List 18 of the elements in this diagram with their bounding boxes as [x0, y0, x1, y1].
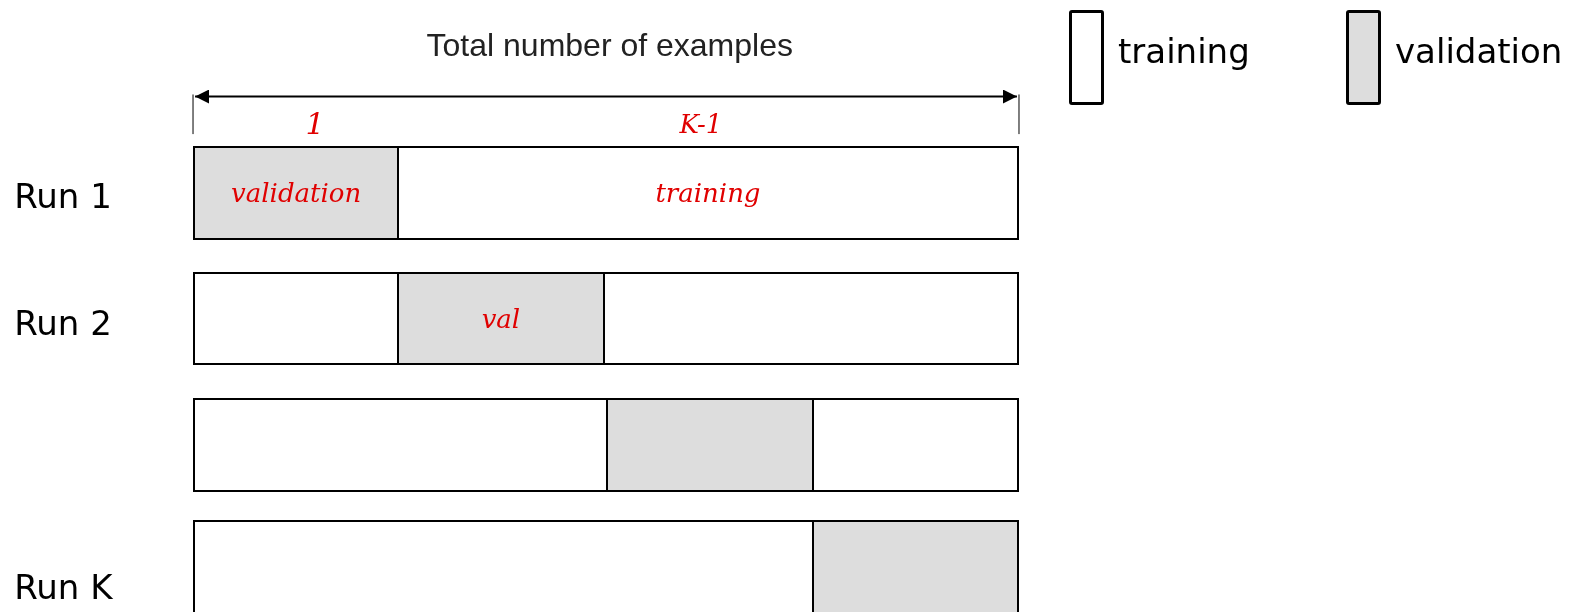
- training-fold-box: [193, 520, 814, 612]
- validation-fold-box: [606, 398, 814, 492]
- validation-fold-box: [812, 520, 1019, 612]
- run-label: Run 1: [14, 176, 112, 217]
- training-fold-box: [397, 146, 1019, 240]
- training-fold-box: [193, 272, 399, 365]
- legend-label: training: [1118, 30, 1250, 71]
- validation-fold-box: [397, 272, 605, 365]
- run-label: Run 2: [14, 303, 112, 344]
- training-fold-box: [193, 398, 608, 492]
- legend-label: validation: [1395, 30, 1563, 71]
- handwritten-label: 1: [305, 106, 325, 142]
- validation-fold-box: [193, 146, 399, 240]
- training-fold-box: [603, 272, 1019, 365]
- handwritten-label: K-1: [679, 108, 723, 139]
- training-fold-box: [812, 398, 1019, 492]
- dimension-label: Total number of examples: [426, 27, 793, 65]
- run-label: Run K: [14, 567, 113, 608]
